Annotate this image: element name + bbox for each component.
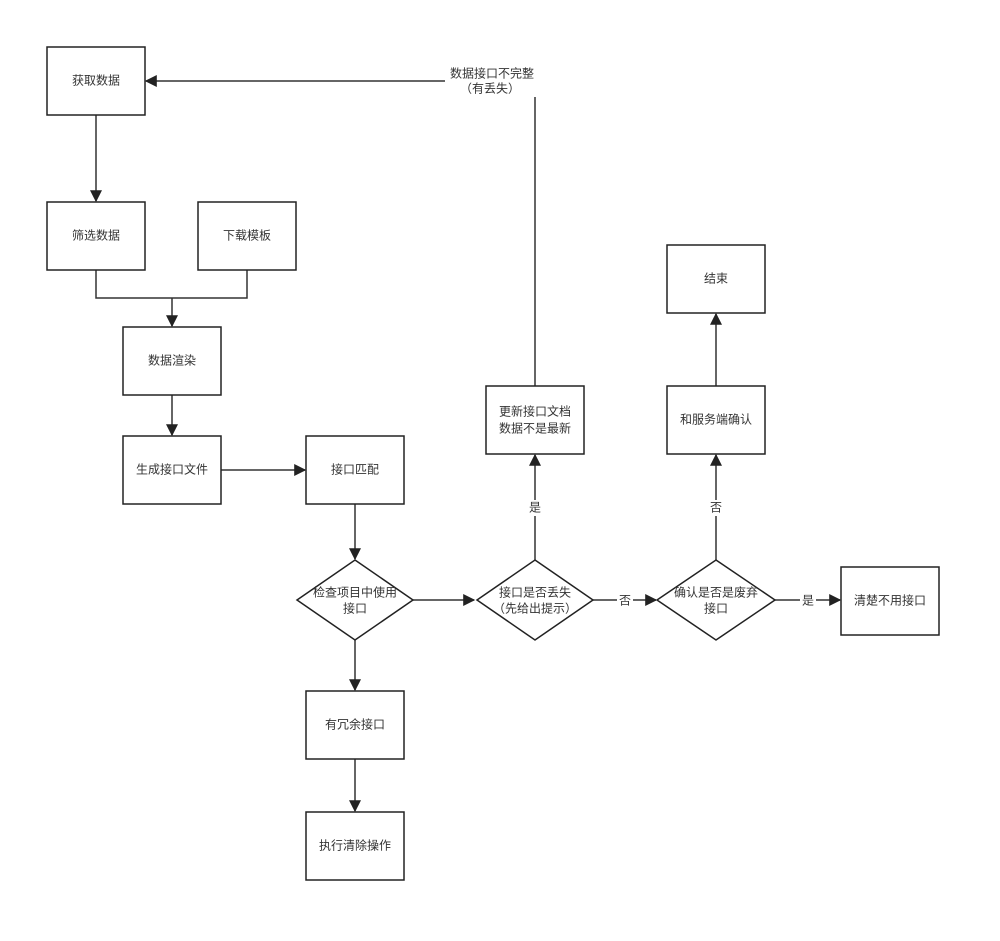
edge-labels: 数据接口不完整 （有丢失） 是 否 否 是 (450, 66, 816, 608)
node-label: 接口 (704, 601, 728, 616)
node-download: 下载模板 (197, 201, 297, 271)
node-label: 下载模板 (223, 229, 271, 243)
node-clear: 执行清除操作 (305, 811, 405, 881)
node-label: 执行清除操作 (319, 838, 391, 853)
node-label: 有冗余接口 (325, 717, 385, 732)
node-label: 和服务端确认 (680, 412, 752, 427)
edge-label-yes-unused: 是 (802, 594, 814, 608)
node-render: 数据渲染 (122, 326, 222, 396)
node-end: 结束 (666, 244, 766, 314)
node-match: 接口匹配 (305, 435, 405, 505)
edge-label-incomplete-sub: （有丢失） (460, 81, 520, 96)
node-label: 数据渲染 (148, 353, 196, 368)
node-label: 获取数据 (72, 73, 120, 88)
node-redundant: 有冗余接口 (305, 690, 405, 760)
node-confirm-server: 和服务端确认 (666, 385, 766, 455)
node-label: 确认是否是废弃 (674, 585, 758, 600)
decision-check-usage: 检查项目中使用 接口 (295, 559, 415, 641)
node-label: （先给出提示） (493, 601, 577, 616)
edge-label-no-lost: 否 (619, 594, 631, 608)
node-label: 清楚不用接口 (854, 593, 926, 608)
decision-lost: 接口是否丢失 （先给出提示） (475, 559, 595, 641)
edge-label-yes-update: 是 (529, 501, 541, 515)
node-label: 数据不是最新 (499, 421, 571, 436)
node-label: 接口 (343, 601, 367, 616)
node-label: 生成接口文件 (136, 462, 208, 477)
decision-deprecated: 确认是否是废弃 接口 (655, 559, 777, 641)
node-label: 筛选数据 (72, 228, 120, 243)
edge-label-incomplete: 数据接口不完整 (450, 66, 534, 81)
node-generate: 生成接口文件 (122, 435, 222, 505)
edge-label-no-confirm: 否 (710, 501, 722, 515)
node-update-doc: 更新接口文档 数据不是最新 (485, 385, 585, 455)
node-label: 接口匹配 (331, 462, 379, 477)
node-label: 接口是否丢失 (499, 585, 571, 600)
node-unused: 清楚不用接口 (840, 566, 940, 636)
node-label: 检查项目中使用 (313, 585, 397, 600)
node-fetch: 获取数据 (46, 46, 146, 116)
node-label: 更新接口文档 (499, 404, 571, 419)
edge-filter-merge (95, 270, 248, 299)
node-filter: 筛选数据 (46, 201, 146, 271)
node-label: 结束 (704, 272, 728, 286)
